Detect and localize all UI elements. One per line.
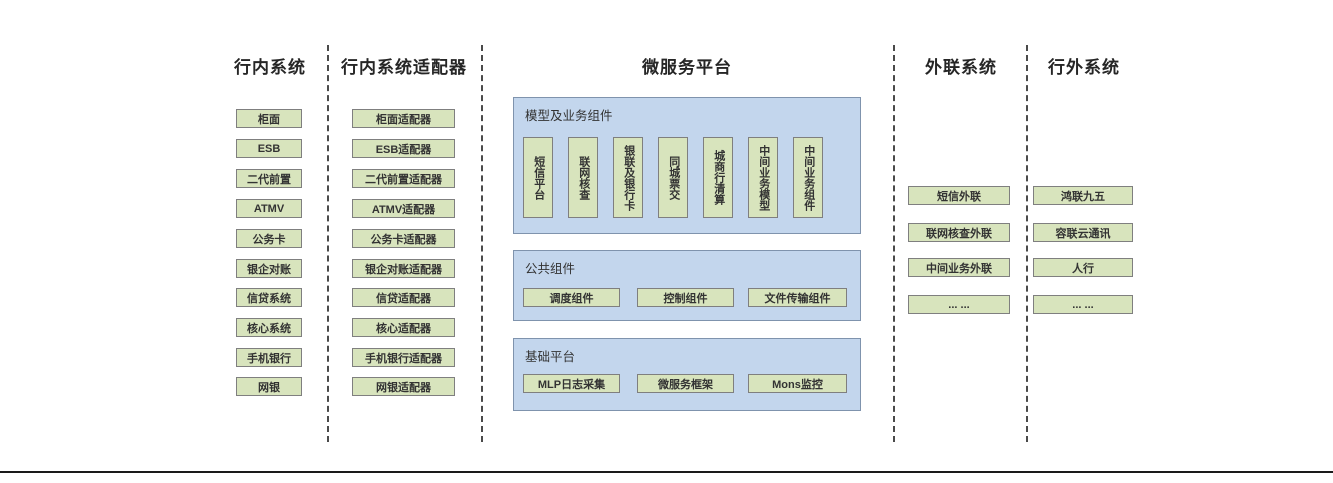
component-node: 联网核查	[568, 137, 598, 218]
system-node: 手机银行	[236, 348, 302, 367]
outreach-node: 联网核查外联	[908, 223, 1010, 242]
column-separator	[481, 45, 483, 442]
panel-title: 公共组件	[525, 262, 576, 276]
column-separator	[893, 45, 895, 442]
external-node: ... ...	[1033, 295, 1133, 314]
column-separator	[1026, 45, 1028, 442]
system-node: 网银	[236, 377, 302, 396]
component-node: 中间业务模型	[748, 137, 778, 218]
system-node: 公务卡	[236, 229, 302, 248]
system-node: ESB	[236, 139, 302, 158]
column-title-adapters: 行内系统适配器	[341, 58, 467, 77]
system-node: 银企对账	[236, 259, 302, 278]
adapter-node: 二代前置适配器	[352, 169, 455, 188]
component-node: MLP日志采集	[523, 374, 620, 393]
component-node: 同城票交	[658, 137, 688, 218]
system-node: ATMV	[236, 199, 302, 218]
adapter-node: 公务卡适配器	[352, 229, 455, 248]
adapter-node: 手机银行适配器	[352, 348, 455, 367]
system-node: 信贷系统	[236, 288, 302, 307]
component-node: 调度组件	[523, 288, 620, 307]
component-node: Mons监控	[748, 374, 847, 393]
outreach-node: ... ...	[908, 295, 1010, 314]
adapter-node: 网银适配器	[352, 377, 455, 396]
component-node: 中间业务组件	[793, 137, 823, 218]
adapter-node: 银企对账适配器	[352, 259, 455, 278]
adapter-node: 信贷适配器	[352, 288, 455, 307]
column-separator	[327, 45, 329, 442]
adapter-node: 柜面适配器	[352, 109, 455, 128]
panel-title: 基础平台	[525, 350, 576, 364]
component-node: 城商行清算	[703, 137, 733, 218]
column-title-outreach: 外联系统	[925, 58, 997, 77]
column-title-external: 行外系统	[1048, 58, 1120, 77]
column-title-platform: 微服务平台	[642, 58, 732, 77]
component-node: 文件传输组件	[748, 288, 847, 307]
external-node: 人行	[1033, 258, 1133, 277]
system-node: 二代前置	[236, 169, 302, 188]
external-node: 容联云通讯	[1033, 223, 1133, 242]
component-node: 微服务框架	[637, 374, 734, 393]
bottom-rule	[0, 471, 1333, 473]
system-node: 柜面	[236, 109, 302, 128]
outreach-node: 短信外联	[908, 186, 1010, 205]
system-node: 核心系统	[236, 318, 302, 337]
panel-common-components: 公共组件	[513, 250, 861, 321]
column-title-inbank: 行内系统	[234, 58, 306, 77]
adapter-node: ESB适配器	[352, 139, 455, 158]
component-node: 银联及银行卡	[613, 137, 643, 218]
adapter-node: 核心适配器	[352, 318, 455, 337]
external-node: 鸿联九五	[1033, 186, 1133, 205]
panel-title: 模型及业务组件	[525, 109, 613, 123]
outreach-node: 中间业务外联	[908, 258, 1010, 277]
component-node: 短信平台	[523, 137, 553, 218]
adapter-node: ATMV适配器	[352, 199, 455, 218]
component-node: 控制组件	[637, 288, 734, 307]
